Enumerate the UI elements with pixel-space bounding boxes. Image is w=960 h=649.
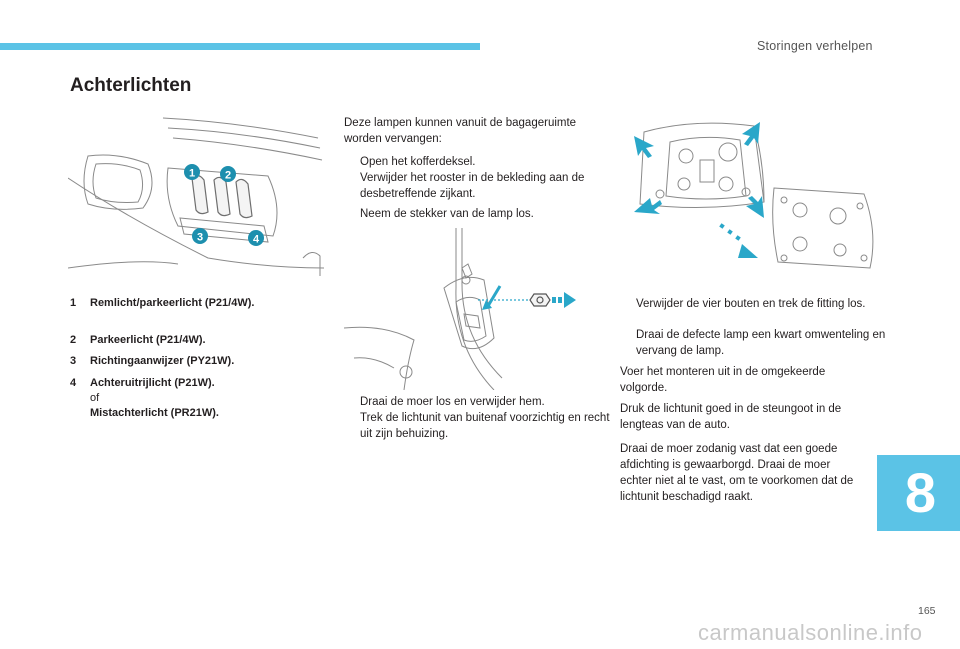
callout-1-label: 1 [189,168,195,180]
step-text: Draai de defecte lamp een kwart omwentel… [636,329,886,357]
press-arrow-icon [482,285,502,310]
page-title: Achterlichten [70,75,192,96]
step-text: Verwijder het rooster in de bekleding aa… [360,172,585,200]
rear-light-illustration: 1 2 3 4 [68,117,324,276]
chapter-tab: 8 [877,455,960,531]
step-remove-grille: Verwijder het rooster in de bekleding aa… [344,170,610,202]
legend-number: 2 [70,334,77,346]
chapter-color-bar [0,43,480,50]
legend-text: Richtingaanwijzer (PY21W). [90,355,235,367]
callout-3-label: 3 [197,232,203,244]
nut-removal-illustration [344,228,576,390]
step-disconnect-plug: Neem de stekker van de lamp los. [344,206,610,222]
step-text: Trek de lichtunit van buitenaf voorzicht… [360,412,610,440]
light-unit-illustration [634,122,874,269]
pull-arrow-icon [552,292,576,308]
step-open-trunk: Open het kofferdeksel. [344,154,610,170]
arrow-icon [746,196,764,218]
callout-3 [192,228,208,244]
legend-text: Parkeerlicht (P21/4W). [90,334,206,346]
step-text: Open het kofferdeksel. [360,156,476,168]
direction-arrows [634,122,764,218]
arrow-icon [634,198,662,214]
callout-2 [220,166,236,182]
callout-4-label: 4 [253,234,260,246]
step-text: Draai de moer los en verwijder hem. [360,396,545,408]
chapter-header: Storingen verhelpen [757,39,873,53]
legend-text: Remlicht/parkeerlicht (P21/4W). [90,297,255,309]
callout-2-label: 2 [225,170,231,182]
legend-alt-text: Mistachterlicht (PR21W). [90,407,219,419]
legend-connector: of [90,392,100,404]
tightening-text: Draai de moer zodanig vast dat een goede… [620,443,854,503]
arrow-icon [634,136,654,158]
callout-markers: 1 2 3 4 [184,164,264,246]
step-pull-light-unit: Trek de lichtunit van buitenaf voorzicht… [344,410,616,442]
step-remove-nut: Draai de moer los en verwijder hem. [344,394,616,410]
legend-number: 1 [70,297,77,309]
page-number: 165 [918,605,936,617]
step-replace-bulb: Draai de defecte lamp een kwart omwentel… [620,327,886,359]
legend-text: Achteruitrijlicht (P21W). [90,377,215,389]
callout-4 [248,230,264,246]
step-text: Neem de stekker van de lamp los. [360,208,534,220]
watermark: carmanualsonline.info [698,620,923,645]
step-remove-bolts: Verwijder de vier bouten en trek de fitt… [620,296,886,312]
legend-number: 4 [70,377,77,389]
callout-1 [184,164,200,180]
pull-out-arrow-icon [719,223,758,258]
reassembly-text: Voer het monteren uit in de omgekeerde v… [620,366,826,394]
step-text: Verwijder de vier bouten en trek de fitt… [636,298,866,310]
legend-number: 3 [70,355,77,367]
arrow-icon [742,122,760,146]
mounting-text: Druk de lichtunit goed in de steungoot i… [620,403,842,431]
intro-text: Deze lampen kunnen vanuit de bagageruimt… [344,117,577,145]
legend-text-group: Achteruitrijlicht (P21W). of Mistachterl… [90,376,219,421]
